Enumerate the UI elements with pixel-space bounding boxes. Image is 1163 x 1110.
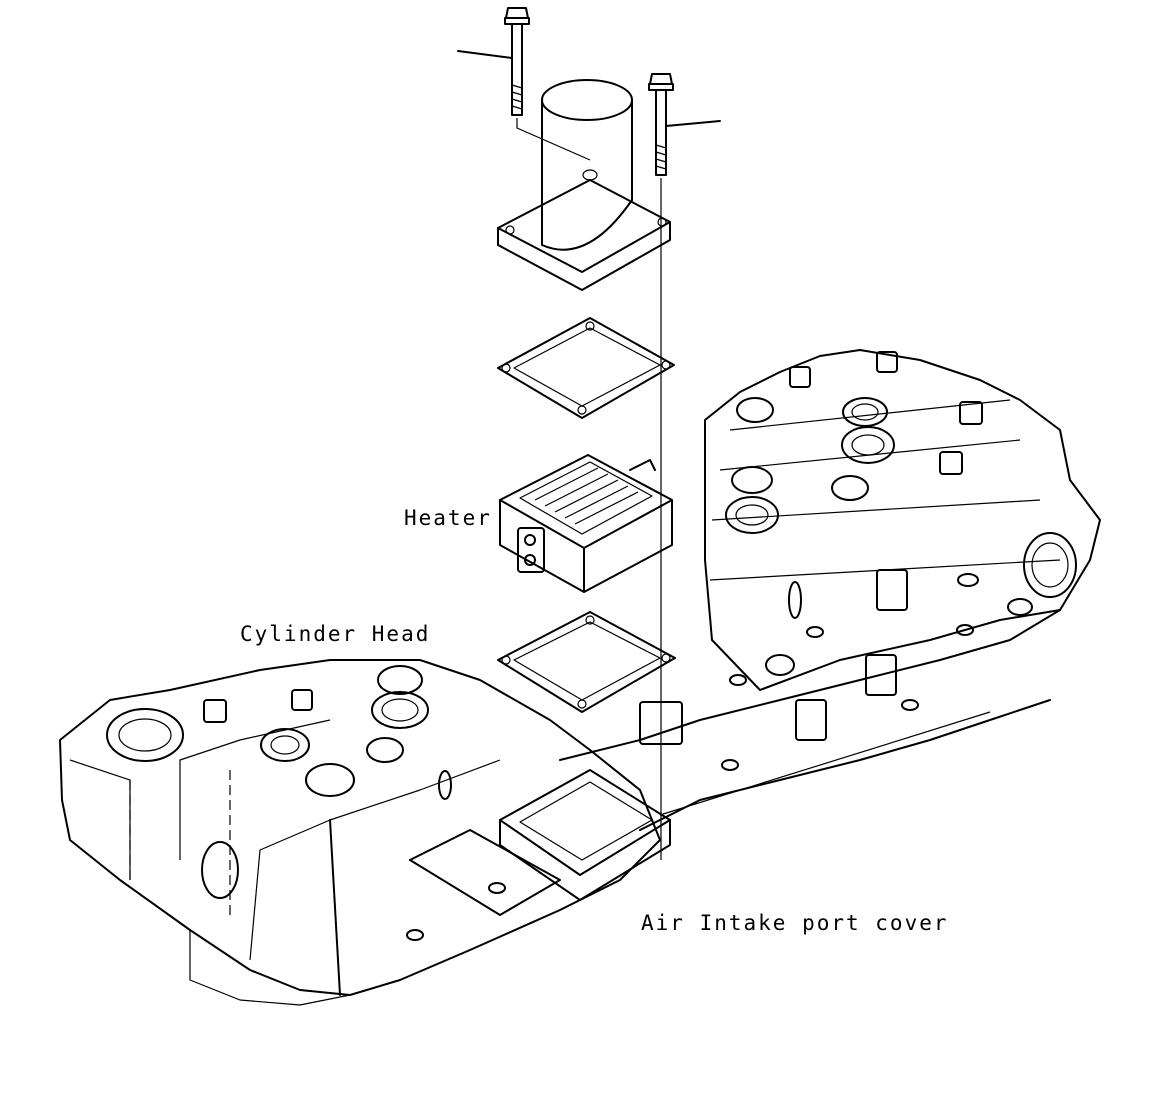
air-intake-port-cover-label: Air Intake port cover bbox=[641, 911, 949, 935]
heater-label: Heater bbox=[404, 506, 492, 530]
lower-gasket-drawing bbox=[497, 611, 676, 713]
bolt-right-drawing bbox=[648, 73, 674, 176]
heater-drawing bbox=[499, 454, 673, 593]
assembly-axis-left bbox=[516, 118, 591, 161]
intake-connector-drawing bbox=[497, 79, 671, 291]
cylinder-head-label: Cylinder Head bbox=[240, 622, 431, 646]
bolt-left-leader bbox=[457, 50, 513, 59]
bolt-left-drawing bbox=[504, 7, 530, 116]
bolt-right-leader bbox=[665, 120, 721, 127]
upper-gasket-drawing bbox=[497, 317, 675, 419]
cylinder-head-drawing bbox=[59, 349, 1101, 1006]
air-intake-port-flange bbox=[406, 701, 683, 941]
